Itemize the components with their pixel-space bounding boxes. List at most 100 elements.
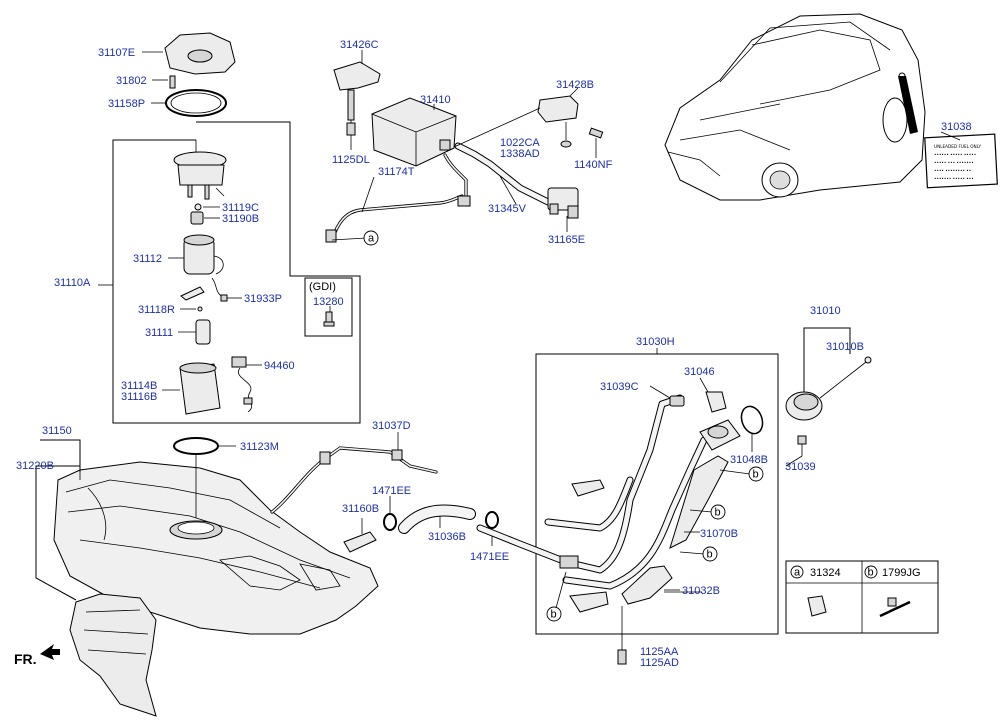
bracket-31032B [621,565,680,605]
hose-31036B [398,504,476,534]
label-1125DL: 1125DL [332,154,370,166]
filter-31112 [168,234,224,275]
label-31111: 31111 [145,327,173,339]
label-31036B: 31036B [428,531,466,543]
label-31032B: 31032B [682,585,720,597]
front-label: FR. [14,651,37,667]
gasket-31048B [740,405,764,452]
label-31010: 31010 [810,305,841,317]
clamp-1471EE-a [383,496,397,531]
front-direction-indicator: FR. [14,644,60,667]
legend-b-code: b [868,567,874,579]
label-31116B: 31116B [121,391,157,403]
label-1022CA: 1022CA [500,137,540,149]
bracket-31070B [669,455,729,549]
gdi-box [304,277,353,337]
hose-31174T [325,153,471,243]
callout-b-4: b [546,571,567,622]
legend-a-code: a [794,567,801,579]
bracket-31428B [537,87,579,123]
gasket-31123M [173,437,236,455]
vent-line-31037D [270,432,438,514]
regulator-31190B [190,211,220,225]
wiring-94460 [231,356,262,413]
label-31038: 31038 [941,121,972,133]
label-1471EE-a: 1471EE [372,485,411,497]
svg-text:••••• ••• •••••••: ••••• ••• ••••••• [934,160,974,165]
label-31160B: 31160B [342,503,379,515]
label-31220B: 31220B [16,460,54,472]
label-31410: 31410 [420,94,451,106]
label-31426C: 31426C [340,39,379,51]
callout-b-2: b [689,504,726,520]
bolt-1140NF [588,127,604,158]
label-1140NF: 1140NF [574,159,613,171]
legend-b-part: 1799JG [882,567,921,579]
filler-pipe-31030H [476,394,708,613]
label-31123M: 31123M [240,441,279,453]
nut-1022CA [560,122,572,148]
fuel-cap-31010 [785,327,872,421]
bracket-31426C [333,50,381,150]
pump-plate-31107E [142,32,236,75]
svg-text:••••••• ••••• •••: ••••••• ••••• ••• [934,176,974,181]
front-arrow-icon [40,644,60,660]
label-31345V: 31345V [488,203,527,215]
label-31933P: 31933P [244,293,282,305]
reservoir-31114B [162,362,221,415]
label-31190B: 31190B [222,213,259,225]
label-1125AD: 1125AD [640,657,679,669]
sender-31118R [180,286,205,312]
label-31118R: 31118R [138,304,175,316]
clip-31324-icon [807,595,827,617]
callout-b-4-text: b [551,609,557,621]
callout-b-3: b [679,546,718,562]
wiring-31933P [211,277,242,302]
leader-lines [98,131,961,593]
label-gdi: (GDI) [309,281,336,293]
label-31158P: 31158P [108,98,145,110]
pump-flange [173,140,227,200]
hose-31039C [649,385,685,407]
label-31107E: 31107E [98,47,135,59]
hose-31046 [699,377,727,413]
svg-text:•••••• ••••• •••••: •••••• ••••• ••••• [934,152,976,157]
vehicle-illustration [664,13,926,201]
label-31039: 31039 [785,461,816,473]
label-line-1: UNLEADED FUEL ONLY [934,144,981,149]
fuel-pump-module-group [112,121,361,424]
callout-b-1-text: b [753,469,759,481]
canister-31410 [371,97,457,167]
label-1338AD: 1338AD [500,148,540,160]
screw-31039 [797,435,807,456]
label-31010B: 31010B [826,341,864,353]
label-31165E: 31165E [548,234,585,246]
callout-b-2-text: b [715,507,721,519]
filter-31119C [194,203,220,211]
tie-1799JG-icon [887,597,897,607]
label-13280: 13280 [313,296,344,308]
svg-text:•••• •••••••• ••: •••• •••••••• •• [934,168,971,173]
label-1125AA: 1125AA [640,646,679,658]
label-31110A: 31110A [54,277,91,289]
hose-31160B [343,518,377,553]
callout-a-1-text: a [368,233,375,245]
label-31150: 31150 [42,425,72,437]
callout-a-1: a [331,230,379,246]
gasket-31158P [151,89,227,117]
label-31428B: 31428B [556,79,594,91]
label-31046: 31046 [684,366,715,378]
callout-b-1: b [719,466,764,482]
bolt-1125AA [617,606,627,665]
screw-31802 [152,75,176,89]
pump-31111 [178,319,211,345]
label-1471EE-b: 1471EE [470,551,509,563]
bolt-13280 [323,311,335,327]
valve-31165E [547,187,579,219]
label-31039C: 31039C [600,381,639,393]
label-31037D: 31037D [372,420,411,432]
label-94460: 94460 [264,360,295,372]
label-31112: 31112 [133,253,162,265]
label-31114B: 31114B [121,380,157,392]
